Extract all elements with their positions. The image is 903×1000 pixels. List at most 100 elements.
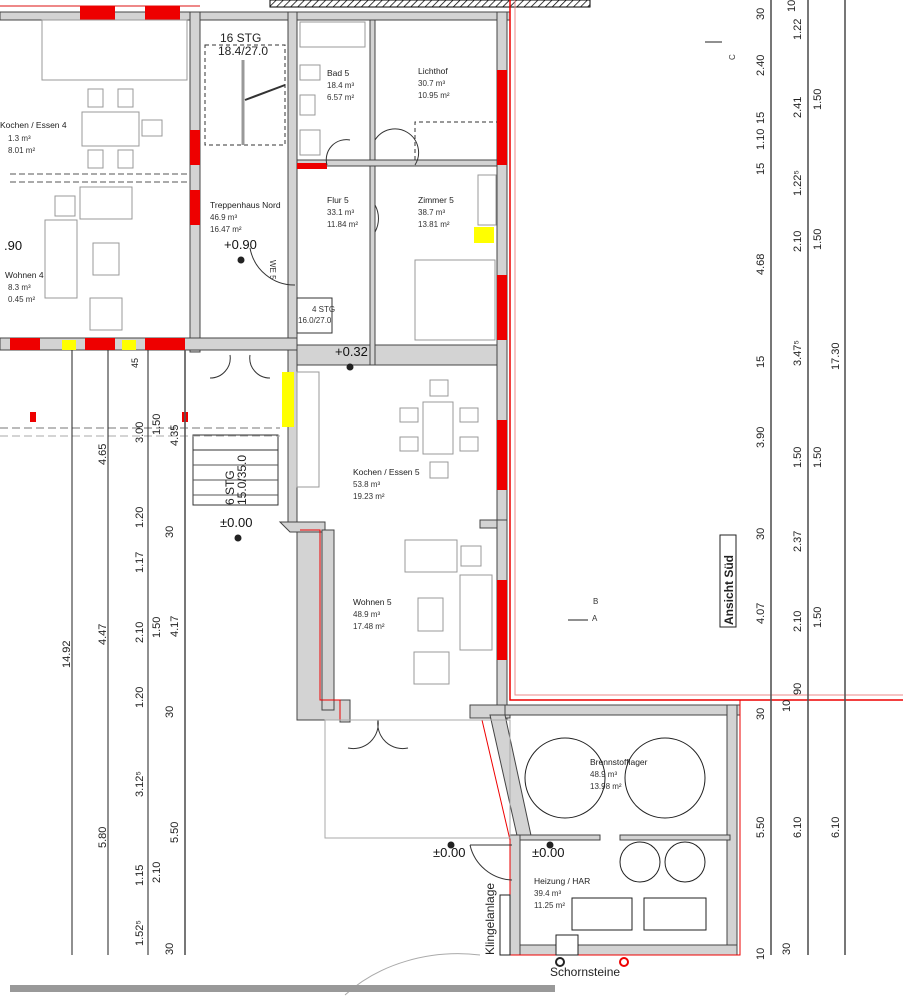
elevation-label: ±0.00 (532, 845, 564, 860)
dim-text: 30 (755, 708, 767, 720)
room-label-text: Heizung / HAR (534, 876, 590, 886)
dim-text: 4.07 (755, 603, 767, 624)
dim-text: 45 (130, 358, 140, 368)
dim-text: 1.50 (812, 89, 824, 110)
dim-text: 30 (755, 8, 767, 20)
section-mark-b: B (593, 597, 598, 606)
dim-text: 6.10 (830, 817, 842, 838)
dim-text: 3.00 (134, 422, 146, 443)
room-label-text: 48.9 m³ (353, 610, 380, 619)
room-label-text: 46.9 m³ (210, 213, 237, 222)
room-label-text: Kochen / Essen 4 (0, 120, 67, 130)
dim-text: 1.50 (812, 447, 824, 468)
dim-text: 5.50 (169, 822, 181, 843)
room-labels: Kochen / Essen 4 1.3 m³ 8.01 m² Wohnen 4 8.… (0, 66, 648, 910)
dim-text: 3.47⁵ (792, 340, 804, 366)
red-walls (10, 0, 903, 956)
doors (209, 128, 513, 881)
dim-text: 30 (164, 526, 176, 538)
dim-text: 1.20 (134, 687, 146, 708)
dim-text: 10 (781, 700, 793, 712)
dim-text: 90 (792, 683, 804, 695)
top-boundary (0, 0, 591, 8)
room-label-text: 38.7 m³ (418, 208, 445, 217)
klingelanlage-label: Klingelanlage (483, 883, 497, 955)
dim-text: 4.17 (169, 616, 181, 637)
room-label-text: Zimmer 5 (418, 195, 454, 205)
furniture (10, 19, 707, 996)
elevation-marks: .90 +0.90 +0.32 ±0.00 ±0.00 ±0.00 (4, 237, 564, 860)
stair-outer: 6 STG 15.0/35.0 (0, 427, 280, 506)
dimensions-right: 30 2.40 15 1.10 15 4.68 15 3.90 30 4.07 … (755, 0, 846, 960)
room-label-text: 16.47 m² (210, 225, 242, 234)
elevation-label: +0.32 (335, 344, 368, 359)
dim-text: 4.35 (169, 425, 181, 446)
room-label-text: Lichthof (418, 66, 448, 76)
room-label-text: Wohnen 4 (5, 270, 44, 280)
elevation-label: .90 (4, 238, 22, 253)
elevation-label: ±0.00 (220, 515, 252, 530)
elevation-label: ±0.00 (433, 845, 465, 860)
dim-text: 30 (781, 943, 793, 955)
room-label-text: 8.3 m³ (8, 283, 31, 292)
stair-outer-steps: 6 STG (223, 470, 237, 505)
dim-text: 4.47 (97, 624, 109, 645)
dim-text: 14.92 (61, 640, 73, 668)
room-heizung-har: Heizung / HAR 39.4 m³ 11.25 m² (534, 876, 590, 910)
dim-text: 1.50 (812, 229, 824, 250)
dim-text: 1.15 (134, 865, 146, 886)
dim-text: 15 (755, 356, 767, 368)
room-label-text: 11.84 m² (327, 220, 358, 229)
dim-text: 5.50 (755, 817, 767, 838)
dim-text: 4.65 (97, 444, 109, 465)
section-mark-a: A (592, 614, 598, 623)
dim-text: 4.68 (755, 254, 767, 275)
dim-text: 5.80 (97, 827, 109, 848)
stair-north-ratio: 18.4/27.0 (218, 44, 268, 58)
dim-text: 2.10 (792, 611, 804, 632)
dim-text: 2.10 (151, 862, 163, 883)
dim-text: 3.90 (755, 427, 767, 448)
dim-text: 17.30 (830, 342, 842, 370)
room-label-text: 48.9 m³ (590, 770, 617, 779)
dim-text: 1.52⁵ (134, 920, 146, 946)
room-label-text: 13.98 m² (590, 782, 622, 791)
room-label-text: 19.23 m² (353, 492, 385, 501)
stair-outer-ratio: 15.0/35.0 (235, 455, 249, 505)
dim-text: 1.50 (812, 607, 824, 628)
dim-text: 2.10 (134, 622, 146, 643)
dim-text: 1.10 (755, 129, 767, 150)
dim-text: 3.12⁵ (134, 771, 146, 797)
stair-inner-ratio: 16.0/27.0 (298, 316, 332, 325)
room-bad-5: Bad 518.4 m³6.57 m² (327, 68, 354, 102)
dim-text: 2.37 (792, 531, 804, 552)
room-label-text: 11.25 m² (534, 901, 565, 910)
room-label-text: 0.45 m² (8, 295, 35, 304)
dim-text: 15 (755, 163, 767, 175)
dim-text: 30 (164, 706, 176, 718)
dim-text: 6.10 (792, 817, 804, 838)
dim-text: 30 (164, 943, 176, 955)
dim-text: 30 (755, 528, 767, 540)
we5-label: WE 5 (268, 260, 277, 280)
room-label-text: 17.48 m² (353, 622, 385, 631)
room-label-text: 10.95 m² (418, 91, 450, 100)
room-label-text: 53.8 m³ (353, 480, 380, 489)
room-label-text: 39.4 m³ (534, 889, 561, 898)
dim-text: 1.50 (151, 414, 163, 435)
room-label-text: 8.01 m² (8, 146, 35, 155)
schornsteine-label: Schornsteine (550, 965, 620, 979)
dim-text: 2.40 (755, 55, 767, 76)
ansicht-sued-box (719, 534, 737, 628)
room-label-text: 1.3 m³ (8, 134, 31, 143)
room-label-text: 18.4 m³ (327, 81, 354, 90)
dim-text: 10 (786, 0, 798, 12)
dim-text: 1.50 (792, 447, 804, 468)
room-label-text: 33.1 m³ (327, 208, 354, 217)
